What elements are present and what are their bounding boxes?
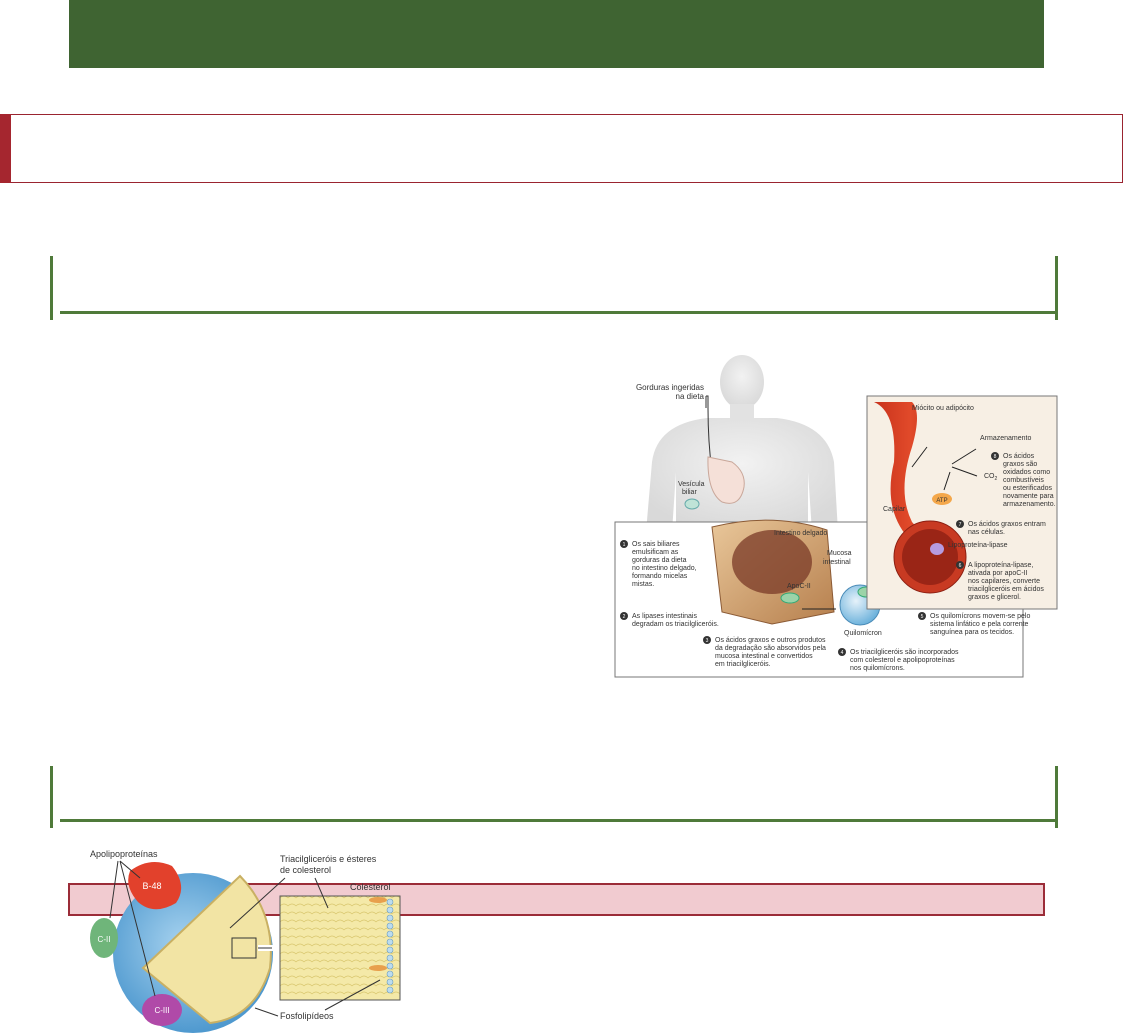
step-number-8	[991, 452, 999, 460]
lipid-core	[141, 874, 272, 1025]
section-heading-1	[50, 256, 1058, 320]
step-number-4	[838, 648, 846, 656]
section-left-border	[50, 766, 53, 822]
step-4-text: Os triacilgliceróis são incorporados com…	[850, 649, 961, 672]
section-corner-tick	[1055, 314, 1058, 320]
section-right-border	[1055, 766, 1058, 822]
zoom-marker	[231, 937, 257, 959]
step-number-text: 5	[921, 614, 924, 620]
subtitle-box	[0, 114, 1123, 183]
atp-badge	[932, 493, 952, 505]
stomach	[707, 456, 745, 504]
ingested-fat-label: Gorduras ingeridas	[636, 383, 704, 392]
storage-label: Armazenamento	[980, 435, 1031, 442]
mucosa-label: intestinal	[823, 559, 851, 566]
triacylglycerol-label: Triacilgliceróis e ésteres	[280, 854, 377, 864]
zoomed-lipid-inset	[279, 895, 401, 1001]
section-corner-tick	[50, 314, 53, 320]
mucosa-label: Mucosa	[827, 550, 852, 557]
gallbladder-label: Vesícula	[678, 481, 705, 488]
step-number-5	[918, 612, 926, 620]
step-number-text: 4	[841, 650, 844, 656]
phospholipids-label: Fosfolipídeos	[280, 1011, 334, 1021]
label-line	[229, 877, 286, 929]
step-6-text: A lipoproteína-lipase, ativada por apoC-…	[968, 562, 1046, 601]
cholesterol-molecule	[369, 897, 387, 903]
atp-label: ATP	[936, 498, 947, 504]
label-line	[314, 877, 329, 909]
phospholipid-layer	[386, 898, 394, 994]
apo-b48	[128, 862, 182, 910]
step-3-text: Os ácidos graxos e outros produtos da de…	[715, 637, 828, 668]
step-number-text: 1	[623, 542, 626, 548]
apo-c2	[90, 918, 118, 958]
human-silhouette	[646, 355, 838, 532]
intestine-lumen	[732, 530, 812, 594]
apo-c3	[142, 994, 182, 1026]
ingested-fat-label: na dieta	[676, 392, 705, 401]
step-number-text: 7	[959, 522, 962, 528]
step-5-text: Os quilomícrons movem-se pelo sistema li…	[930, 613, 1032, 636]
apolipoproteins-label: Apolipoproteínas	[90, 849, 158, 859]
chylomicron-structure-figure: B-48 C-II C-III Apolipoproteínas Triacil…	[90, 849, 401, 1033]
section-corner-tick	[1055, 822, 1058, 828]
cholesterol-molecule	[369, 965, 387, 971]
gallbladder-label: biliar	[682, 489, 697, 496]
myocyte-label: Miócito ou adipócito	[912, 405, 974, 412]
small-intestine-label: Intestino delgado	[774, 530, 827, 537]
triacylglycerol-label: de colesterol	[280, 865, 331, 875]
step-number-2	[620, 612, 628, 620]
step-number-6	[956, 561, 964, 569]
step-7-text: Os ácidos graxos entram nas células.	[968, 521, 1048, 536]
arrows	[911, 446, 978, 491]
step-number-1	[620, 540, 628, 548]
cholesterol-label: Colesterol	[350, 882, 391, 892]
step-number-3	[703, 636, 711, 644]
b48-label: B-48	[142, 881, 161, 891]
section-right-border	[1055, 256, 1058, 314]
header-banner	[69, 0, 1044, 68]
subtitle-accent-bar	[0, 114, 11, 183]
label-line	[254, 979, 381, 1017]
section-left-border	[50, 256, 53, 314]
apoc-protein	[780, 592, 800, 604]
step-1-text: Os sais biliares emulsificam as gorduras…	[632, 541, 699, 588]
capillary-lumen	[902, 529, 958, 585]
step-8-text: Os ácidos graxos são oxidados como combu…	[1003, 453, 1056, 508]
chylomicron-label: Quilomícron	[844, 630, 882, 637]
step-number-7	[956, 520, 964, 528]
c2-label: C-II	[98, 935, 111, 944]
lipoprotein-lipase-enzyme	[930, 543, 944, 555]
section-corner-tick	[50, 822, 53, 828]
label-lines	[109, 860, 156, 997]
gallbladder	[684, 498, 700, 510]
section-underline	[60, 311, 1058, 314]
lipase-label: Lipoproteína-lipase	[948, 542, 1008, 549]
step-number-text: 8	[994, 454, 997, 460]
step-number-text: 3	[706, 638, 709, 644]
step-number-text: 2	[623, 614, 626, 620]
c3-label: C-III	[154, 1006, 169, 1015]
apoc-label: ApoC-II	[787, 583, 811, 590]
section-underline	[60, 819, 1058, 822]
capillary-label: Capilar	[883, 506, 906, 513]
section-heading-2	[50, 766, 1058, 828]
lipid-digestion-figure: Gorduras ingeridas na dieta Vesícula bil…	[614, 355, 1058, 678]
step-number-text: 6	[959, 563, 962, 569]
step-2-text: As lipases intestinais degradam os triac…	[632, 613, 719, 628]
co2-label: CO2	[984, 473, 998, 482]
